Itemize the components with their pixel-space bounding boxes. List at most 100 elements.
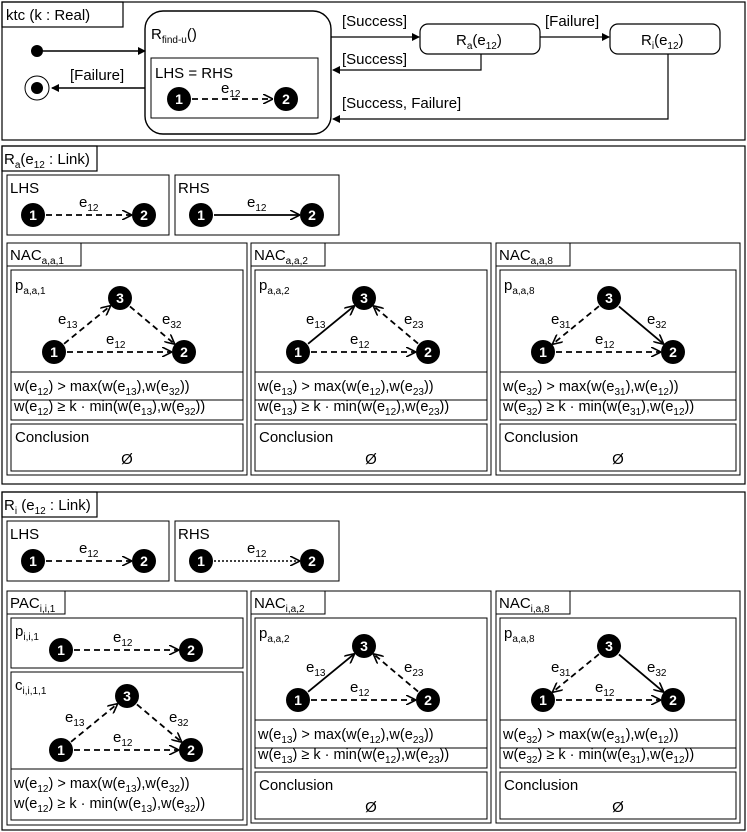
ri-rhs-box: [174, 520, 340, 582]
nac-title-tab: [495, 242, 571, 267]
edge-label: e32: [647, 659, 667, 679]
node-3: [352, 286, 376, 310]
label-ra-to-main: [Success]: [342, 51, 407, 68]
edge-label: e23: [404, 311, 424, 331]
node-2-number: 2: [140, 207, 148, 223]
edge-label: e32: [169, 709, 189, 729]
conclusion-label: Conclusion: [15, 429, 89, 446]
node-2-number: 2: [308, 207, 316, 223]
node-2: [179, 638, 203, 662]
node-1-number: 1: [29, 207, 37, 223]
pac-frame: [6, 590, 248, 826]
node-2: [661, 340, 685, 364]
top-node-2: [274, 87, 298, 111]
node-2: [416, 340, 440, 364]
node-3-number: 3: [360, 290, 368, 306]
edge-e32: [618, 653, 663, 691]
section-ra-title: Ra(e12 : Link): [4, 151, 90, 171]
conclusion-box: [254, 423, 488, 472]
svg-text:1: 1: [175, 91, 183, 107]
condition-max: w(e32) > max(w(e31),w(e12)): [502, 727, 679, 746]
pattern-label: pa,a,2: [259, 277, 290, 297]
node-3: [597, 634, 621, 658]
nac-title: NACi,a,8: [499, 595, 550, 615]
node-1-number: 1: [294, 344, 302, 360]
edge-label: e12: [113, 729, 133, 749]
node-1: [286, 688, 310, 712]
top-node-1: [167, 87, 191, 111]
pattern-label: pa,a,2: [259, 625, 290, 645]
label-ri-to-main: [Success, Failure]: [342, 95, 461, 112]
pattern-label: pa,a,8: [504, 277, 535, 297]
edge-label: e12: [79, 194, 99, 214]
node-2-number: 2: [140, 553, 148, 569]
node-1-number: 1: [57, 742, 65, 758]
svg-text:e12: e12: [221, 80, 241, 100]
svg-text:2: 2: [282, 91, 290, 107]
conclusion-label: Conclusion: [259, 777, 333, 794]
edge-label: e23: [404, 659, 424, 679]
condition-box: [254, 719, 488, 769]
condition-max: w(e12) > max(w(e13),w(e32)): [13, 776, 190, 795]
node-1-number: 1: [539, 344, 547, 360]
section-ri: Ri (e12 : Link) LHS RHS PACi,i,1pi,i,11e…: [1, 491, 746, 831]
ra-to-main: [332, 54, 482, 74]
final-state-dot: [31, 82, 43, 94]
condition-min: w(e12) ≥ k · min(w(e13),w(e32)): [13, 399, 205, 418]
node-2-number: 2: [424, 692, 432, 708]
node-1: [21, 549, 45, 573]
condition-min: w(e13) ≥ k · min(w(e12),w(e23)): [257, 399, 449, 418]
condition-max: w(e13) > max(w(e12),w(e23)): [257, 379, 434, 398]
pac-pattern-label: pi,i,1: [15, 623, 39, 643]
empty-set: Ø: [612, 451, 624, 468]
node-1-number: 1: [197, 553, 205, 569]
svg-text:LHS: LHS: [10, 180, 39, 197]
node-1-number: 1: [29, 553, 37, 569]
edge-label: e12: [350, 679, 370, 699]
ktc-title: ktc (k : Real): [6, 7, 90, 24]
node-3: [597, 286, 621, 310]
node-3-number: 3: [605, 638, 613, 654]
condition-box: [254, 371, 488, 421]
node-2-number: 2: [180, 344, 188, 360]
nac-title-tab: [250, 242, 326, 267]
svg-text:RHS: RHS: [178, 180, 210, 197]
final-state-ring: [24, 75, 50, 101]
nac-frame: [250, 242, 492, 476]
state-ri-label: Ri(e12): [641, 32, 684, 52]
pac-title-tab: [6, 590, 66, 615]
node-1-number: 1: [50, 344, 58, 360]
node-1: [189, 549, 213, 573]
node-2-number: 2: [187, 642, 195, 658]
ri-lhs-box: [6, 520, 170, 582]
conclusion-label: Conclusion: [504, 777, 578, 794]
node-1: [531, 340, 555, 364]
ri-to-main: [332, 54, 669, 123]
edge-e13: [307, 306, 354, 345]
edge-label: e12: [106, 331, 126, 351]
node-3: [115, 684, 139, 708]
inner-rule-label: LHS = RHS: [155, 65, 233, 82]
edge-label: e12: [595, 679, 615, 699]
conclusion-label: Conclusion: [259, 429, 333, 446]
initial-state: [31, 45, 43, 57]
nac-title-tab: [6, 242, 82, 267]
state-find-u-label: Rfind-u(): [151, 26, 197, 46]
node-1-number: 1: [539, 692, 547, 708]
condition-box: [10, 371, 244, 421]
node-2: [179, 738, 203, 762]
nac-frame: [6, 242, 248, 476]
node-2: [172, 340, 196, 364]
edge-label: e32: [647, 311, 667, 331]
node-2-number: 2: [669, 692, 677, 708]
node-2-number: 2: [669, 344, 677, 360]
svg-text:RHS: RHS: [178, 526, 210, 543]
nac-title: NACa,a,8: [499, 247, 553, 267]
node-1: [49, 638, 73, 662]
nac-frame: [495, 242, 741, 476]
edge-e32: [618, 305, 663, 343]
nac-frame: [495, 590, 741, 824]
